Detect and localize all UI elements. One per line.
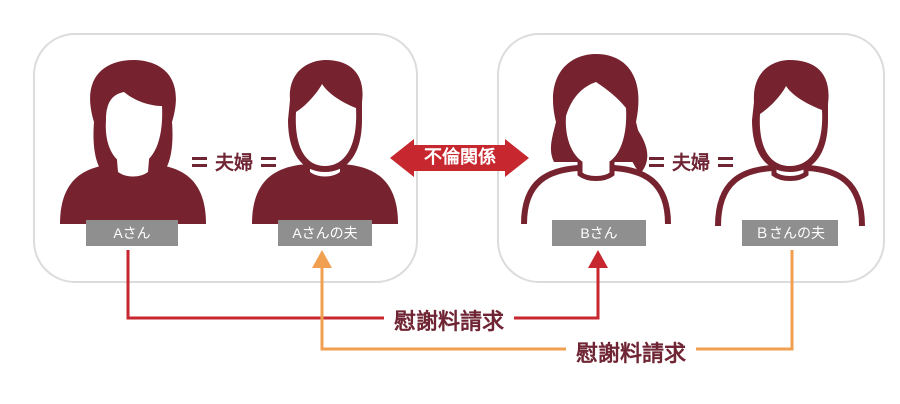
person-b-san <box>520 46 672 226</box>
relation-left-label: 夫婦 <box>215 152 254 174</box>
person-a-san-husband <box>250 56 400 226</box>
relation-left: 夫婦 <box>192 148 277 175</box>
relation-right-label: 夫婦 <box>672 152 711 174</box>
equals-icon <box>649 156 664 167</box>
claim-line-orange <box>320 250 794 351</box>
equals-icon <box>192 156 207 167</box>
name-tag-a-san: Aさん <box>86 220 178 246</box>
female-short-hair-icon <box>60 60 206 224</box>
name-tag-a-san-husband: Aさんの夫 <box>278 220 372 246</box>
equals-icon <box>718 156 734 167</box>
affair-double-arrow <box>390 139 529 177</box>
claim-label-orange: 慰謝料請求 <box>566 336 697 368</box>
male-outline-icon <box>715 60 865 227</box>
affair-label: 不倫関係 <box>424 147 496 168</box>
equals-icon <box>261 156 277 167</box>
female-ponytail-icon <box>521 54 671 225</box>
relation-right: 夫婦 <box>649 148 734 175</box>
claim-line-red <box>126 250 600 320</box>
male-icon <box>252 60 398 224</box>
name-tag-b-san: Bさん <box>552 220 646 246</box>
claim-arrowhead-red <box>588 250 608 268</box>
person-a-san <box>58 56 208 226</box>
person-b-san-husband <box>714 56 866 228</box>
claim-arrowhead-orange <box>312 250 332 268</box>
claim-label-red: 慰謝料請求 <box>384 304 515 336</box>
name-tag-b-san-husband: Ｂさんの夫 <box>742 220 838 246</box>
